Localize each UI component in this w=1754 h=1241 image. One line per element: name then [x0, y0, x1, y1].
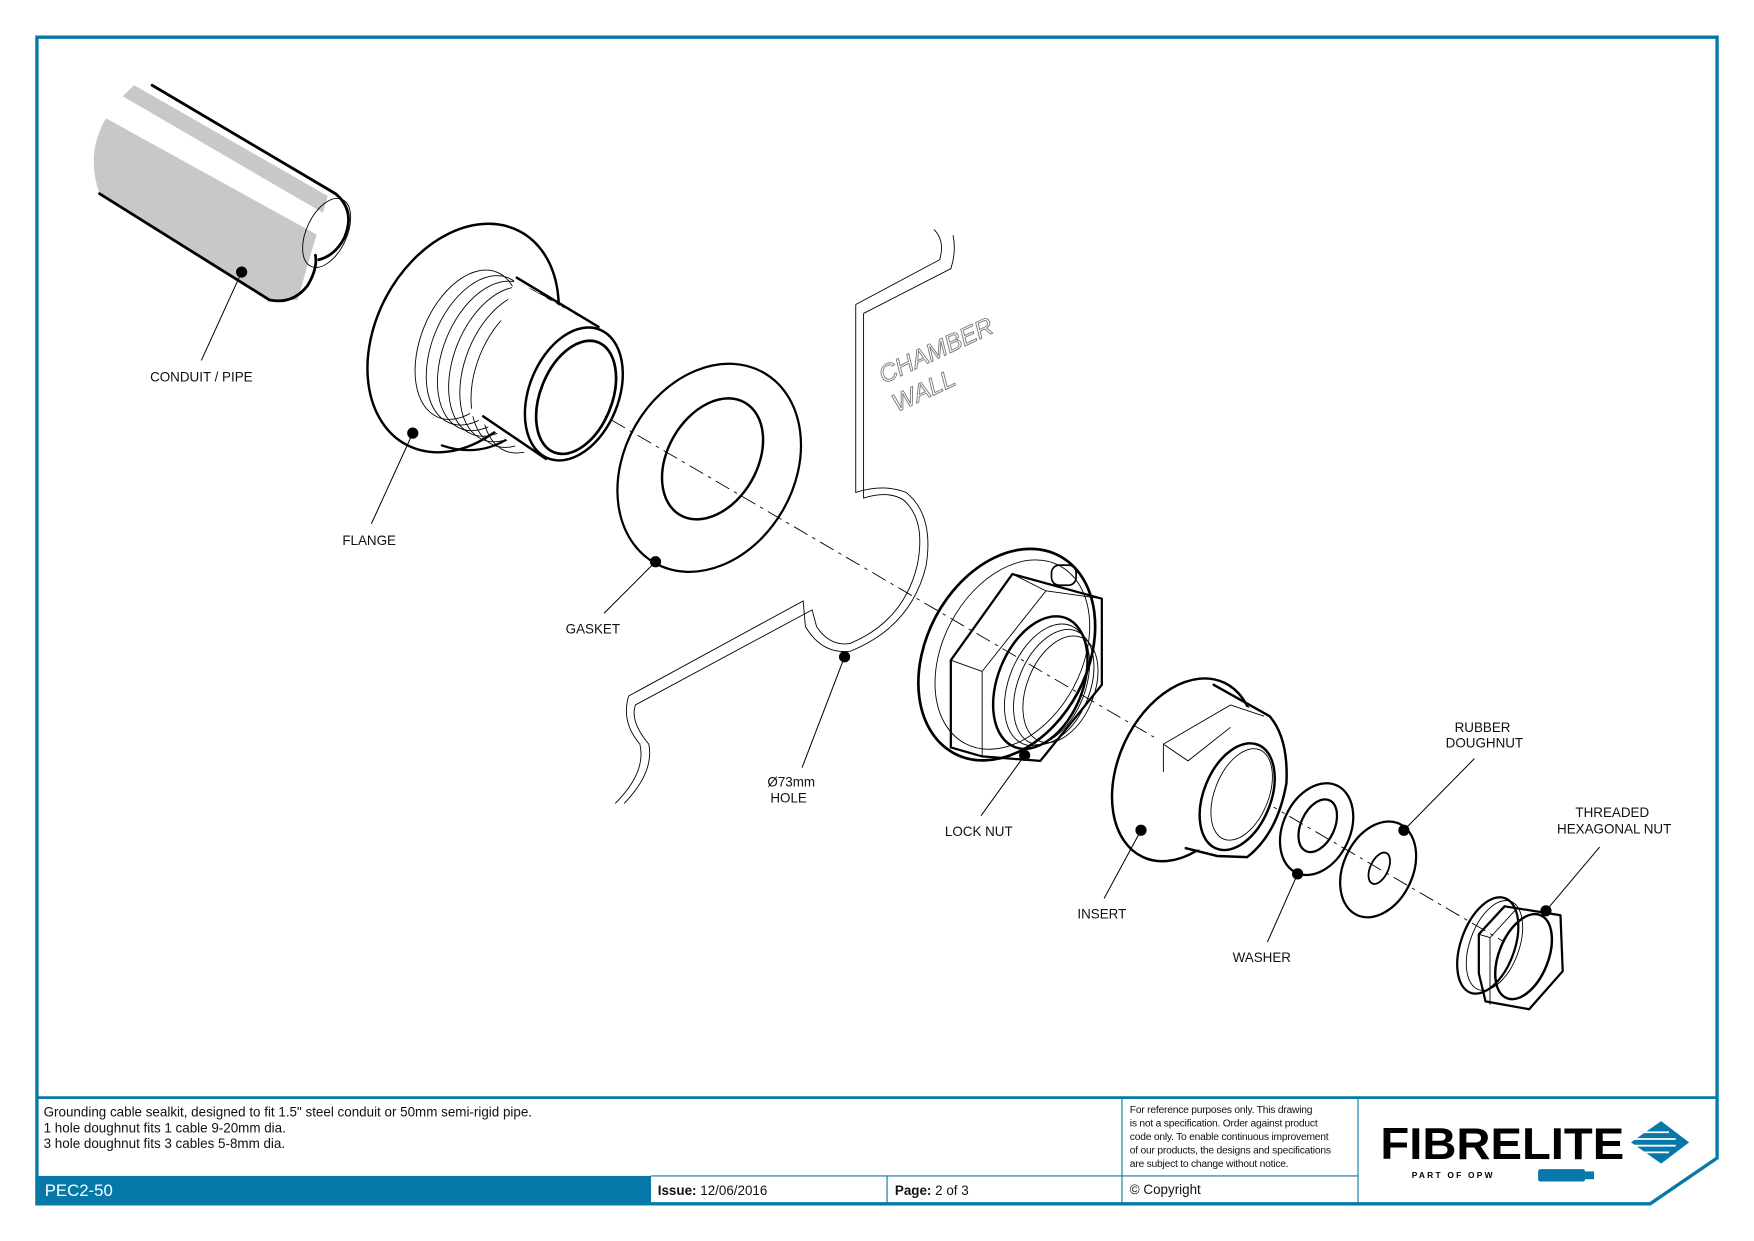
- leader-lines: [200, 271, 1601, 943]
- sheet-border: [35, 35, 1719, 1206]
- assembly-axis: [559, 389, 1505, 943]
- threaded-hexagonal-nut: [1456, 896, 1564, 1011]
- label-hole: Ø73mm HOLE: [767, 775, 818, 806]
- insert: [1110, 677, 1288, 863]
- label-threaded-hexagonal-nut: THREADED HEXAGONAL NUT: [1557, 805, 1671, 837]
- product-description: Grounding cable sealkit, designed to fit…: [44, 1105, 536, 1151]
- product-code: PEC2-50: [45, 1181, 113, 1200]
- flange: [366, 222, 625, 462]
- page-number: Page: 2 of 3: [895, 1183, 969, 1198]
- svg-text:FIBRELITE: FIBRELITE: [1380, 1119, 1624, 1169]
- label-gasket: GASKET: [566, 621, 620, 636]
- diamond-arrow-icon: [1630, 1121, 1690, 1164]
- conduit-pipe: [93, 83, 352, 303]
- label-insert: INSERT: [1077, 907, 1126, 922]
- fibrelite-logo: FIBRELITE PART OF OPW: [1380, 1119, 1690, 1182]
- svg-text:PART OF OPW: PART OF OPW: [1412, 1170, 1495, 1180]
- washer: [1278, 782, 1355, 880]
- lock-nut: [917, 547, 1103, 763]
- label-lock-nut: LOCK NUT: [945, 824, 1013, 839]
- issue-date: Issue: 12/06/2016: [658, 1183, 768, 1198]
- label-flange: FLANGE: [342, 533, 396, 548]
- label-rubber-doughnut: RUBBER DOUGHNUT: [1446, 720, 1523, 751]
- label-conduit-pipe: CONDUIT / PIPE: [150, 370, 253, 385]
- label-washer: WASHER: [1233, 950, 1292, 965]
- copyright: © Copyright: [1130, 1182, 1201, 1197]
- disclaimer: For reference purposes only. This drawin…: [1130, 1105, 1334, 1170]
